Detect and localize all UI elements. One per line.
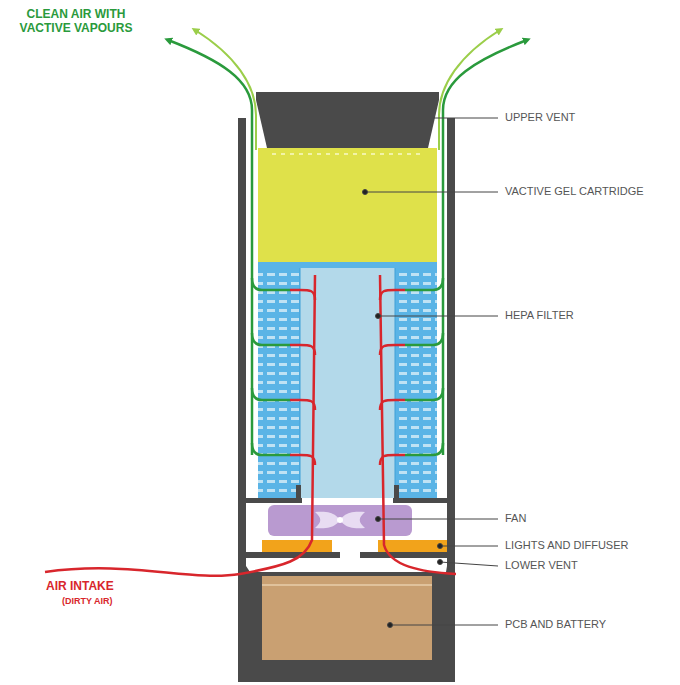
part-label: VACTIVE GEL CARTRIDGE bbox=[505, 185, 644, 198]
flow-label: CLEAN AIR WITH VACTIVE VAPOURS bbox=[14, 8, 138, 36]
flow-label: AIR INTAKE bbox=[46, 580, 114, 594]
part-label: HEPA FILTER bbox=[505, 309, 574, 322]
part-label: LIGHTS AND DIFFUSER bbox=[505, 539, 628, 552]
part-label: UPPER VENT bbox=[505, 111, 575, 124]
part-label: FAN bbox=[505, 512, 526, 525]
flow-note: (DIRTY AIR) bbox=[62, 596, 113, 606]
part-label: LOWER VENT bbox=[505, 559, 578, 572]
part-label: PCB AND BATTERY bbox=[505, 618, 606, 631]
